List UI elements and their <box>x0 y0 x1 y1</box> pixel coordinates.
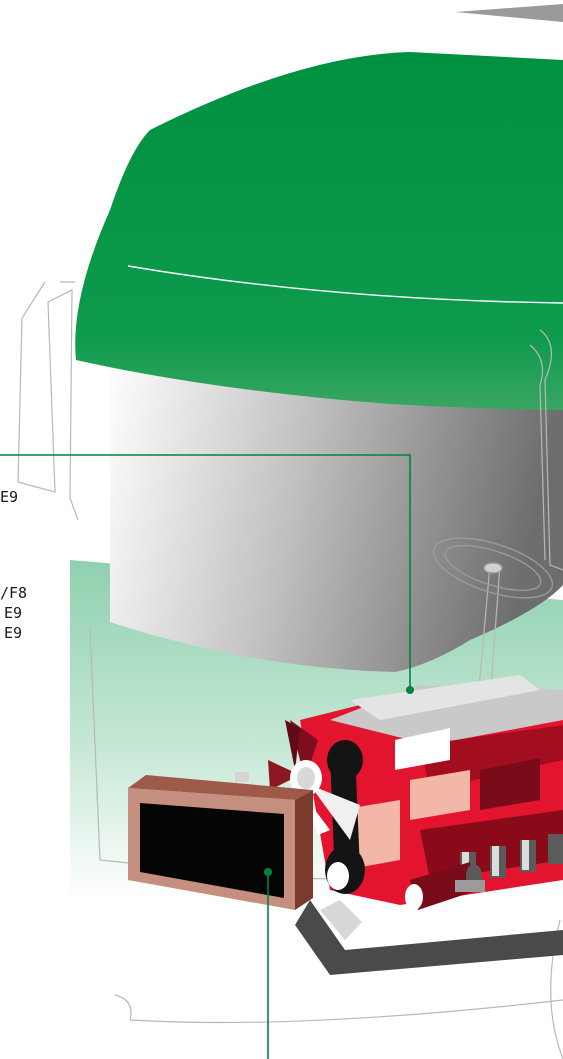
label-lower-1: E9 <box>4 604 23 622</box>
callout-line-engine <box>0 454 411 690</box>
chassis-rail <box>295 900 563 975</box>
lower-bumper-line <box>129 999 563 1024</box>
engine-block <box>300 675 563 905</box>
side-pillar <box>539 329 563 571</box>
steering-wheel-icon <box>432 537 554 599</box>
cab-grey-band <box>110 345 563 672</box>
callout-dot-radiator <box>264 868 272 876</box>
callout-leader-lines <box>0 454 411 1059</box>
label-lower-0: /F8 <box>0 584 28 602</box>
lower-bumper-line-2 <box>114 994 132 1021</box>
mirror-outline <box>17 281 79 521</box>
callout-dot-engine <box>406 686 414 694</box>
cab-crease-line <box>127 265 563 304</box>
chassis-plate <box>320 900 362 940</box>
side-pillar-2 <box>529 344 546 561</box>
radiator-icon <box>128 772 313 910</box>
roof-edge <box>455 4 563 22</box>
label-upper-0: E9 <box>0 488 19 506</box>
fuel-filter-icon <box>405 862 485 910</box>
cab-green-top <box>75 52 563 410</box>
label-lower-2: E9 <box>4 624 23 642</box>
